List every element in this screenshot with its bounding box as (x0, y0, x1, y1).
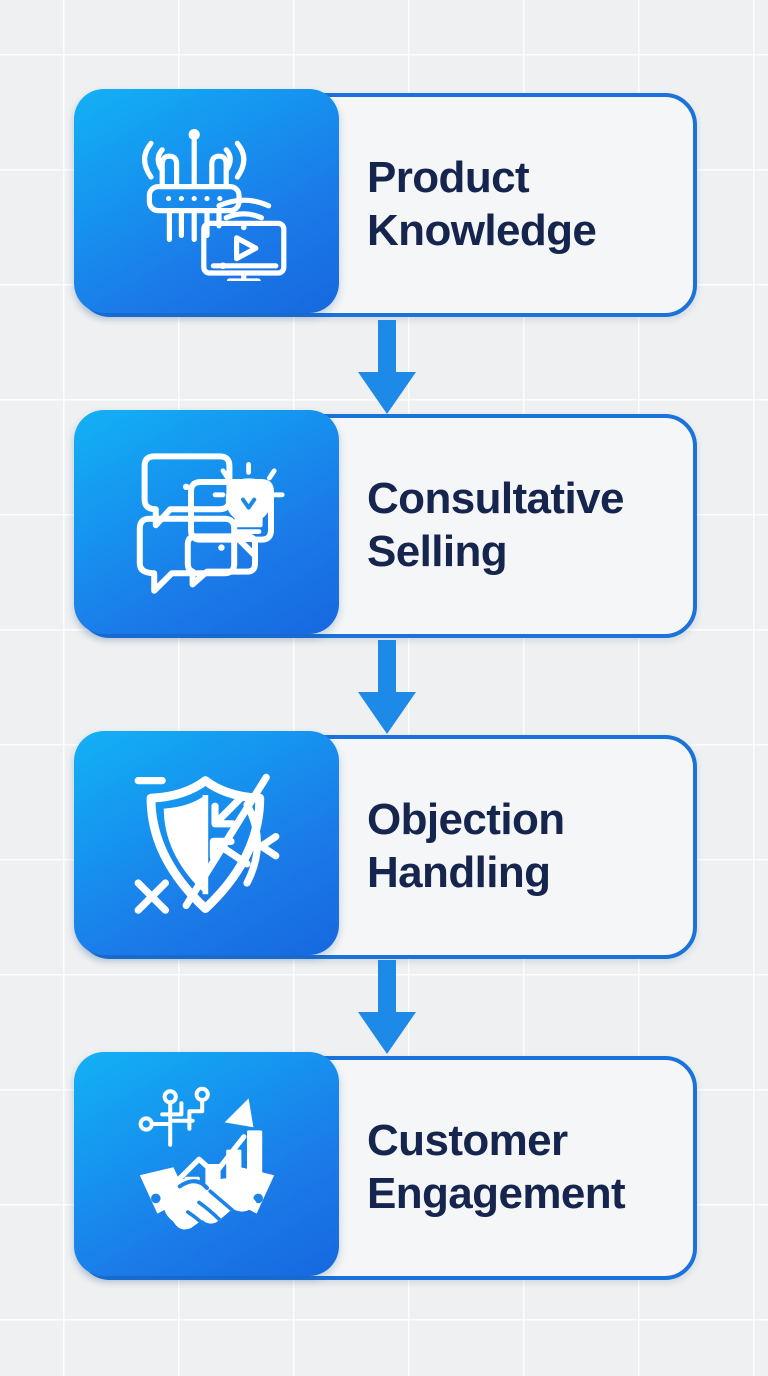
label-line-1: Consultative (367, 474, 624, 524)
shield-deflecting-arrows-icon (134, 773, 279, 914)
label-line-2: Knowledge (367, 206, 597, 255)
flow-step-label-customer-engagement: Customer Engagement (367, 1060, 677, 1276)
label-line-1: Product (367, 153, 530, 203)
flow-step-label-objection-handling: Objection Handling (367, 739, 677, 955)
icon-panel-objection-handling (74, 731, 339, 955)
label-line-2: Handling (367, 848, 551, 897)
chat-bubbles-lightbulb-icon (136, 453, 285, 594)
label-line-2: Selling (367, 527, 508, 576)
card-inner: Customer Engagement (74, 1052, 693, 1276)
icon-panel-consultative-selling (74, 410, 339, 634)
handshake-growth-chart-icon (138, 1086, 274, 1230)
card-inner: Consultative Selling (74, 410, 693, 634)
arrow-down-icon (358, 960, 416, 1054)
flow-step-card-customer-engagement[interactable]: Customer Engagement (74, 1052, 697, 1280)
label-line-2: Engagement (367, 1169, 626, 1218)
label-line-1: Objection (367, 795, 565, 845)
flow-step-label-consultative-selling: Consultative Selling (367, 418, 677, 634)
card-inner: Product Knowledge (74, 89, 693, 313)
label-line-1: Customer (367, 1116, 568, 1166)
arrow-down-icon (358, 320, 416, 414)
card-inner: Objection Handling (74, 731, 693, 955)
flow-step-card-consultative-selling[interactable]: Consultative Selling (74, 410, 697, 638)
arrow-down-icon (358, 640, 416, 734)
flow-step-card-objection-handling[interactable]: Objection Handling (74, 731, 697, 959)
flow-step-label-product-knowledge: Product Knowledge (367, 97, 677, 313)
icon-panel-customer-engagement (74, 1052, 339, 1276)
router-tv-streaming-icon (141, 129, 286, 281)
connector-arrow-2 (352, 640, 422, 736)
connector-arrow-3 (352, 960, 422, 1056)
icon-panel-product-knowledge (74, 89, 339, 313)
flow-step-card-product-knowledge[interactable]: Product Knowledge (74, 89, 697, 317)
connector-arrow-1 (352, 320, 422, 416)
